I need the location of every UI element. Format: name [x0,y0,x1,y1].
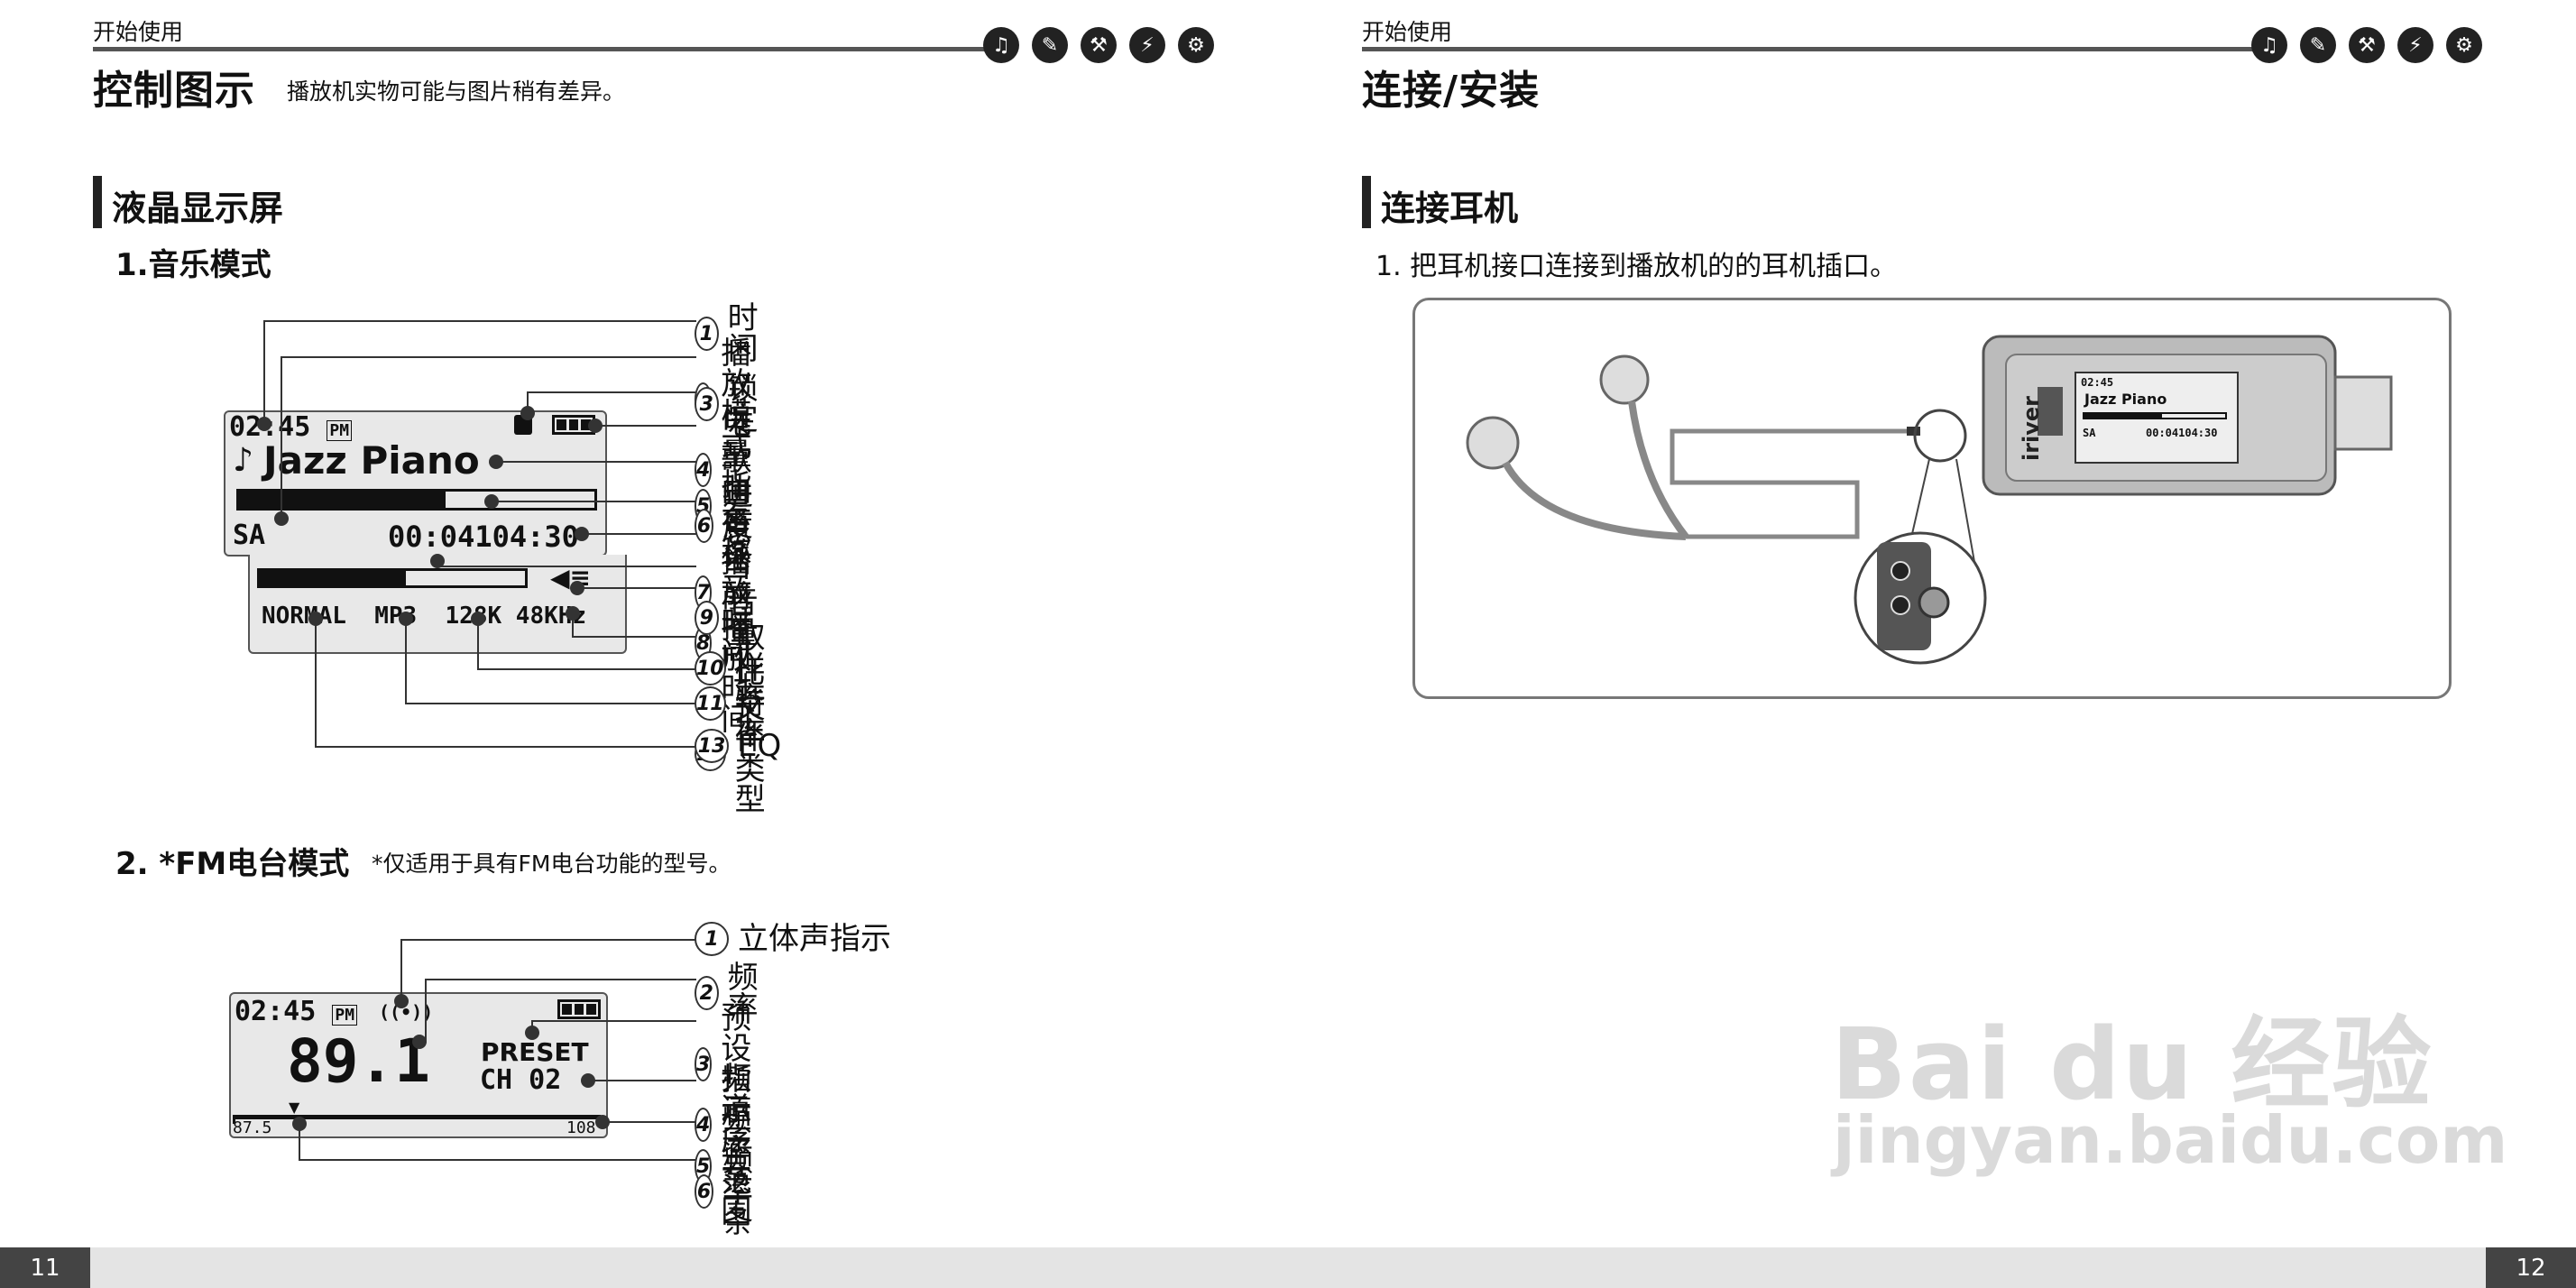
fm-leader-lines [292,939,696,1161]
device-lcd-time: 02:45 [2081,376,2114,389]
left-header-icons: ♫ ✎ ⚒ ⚡ ⚙ [983,27,1214,63]
right-page-title: 连接/安装 [1362,68,1541,114]
device-lcd-progress [2083,412,2227,419]
watermark-brand: Bai du 经验 [1831,1007,2433,1122]
music-lcd-screen [224,410,607,557]
tools-icon: ⚒ [1081,27,1117,63]
fm-channel: CH 02 [480,1064,562,1096]
lcd-progress-bar [236,489,597,511]
device-lcd-mode: SA [2083,427,2096,439]
music-mode-heading: 1.音乐模式 [115,247,271,283]
fm-lcd-screen [229,992,608,1138]
right-section-bar [1362,176,1371,228]
left-section-title: 液晶显示屏 [112,189,284,228]
right-section-title: 连接耳机 [1381,189,1519,228]
fm-lcd-time: 02:45 PM [235,996,358,1027]
left-header-label: 开始使用 [93,19,184,45]
lcd-times: 00:04104:30 [388,520,579,554]
left-title-note: 播放机实物可能与图片稍有差异。 [287,78,626,105]
footer-bar [0,1247,2576,1288]
lcd-info-row: NORMAL MP3 128K 48KHz [262,603,587,630]
plug-icon: ⚡ [1129,27,1165,63]
tools-icon: ⚒ [2349,27,2385,63]
gear-icon: ⚙ [2446,27,2482,63]
fm-lcd-diagram: 02:45 PM ((•)) 89.1 PRESET CH 02 ▼ 87.5 … [216,911,956,1237]
headphone-icon: ♫ [983,27,1019,63]
plug-icon: ⚡ [2397,27,2433,63]
earphone-drawing [1466,335,2393,665]
document-icon: ✎ [2300,27,2336,63]
fm-mode-heading: 2. *FM电台模式 [115,846,350,882]
fm-battery-icon [557,999,601,1019]
earphone-illustration: iriver 02:45 Jazz Piano SA 00:04104:30 [1412,298,2452,699]
right-instruction: 1. 把耳机接口连接到播放机的的耳机插口。 [1375,251,1898,282]
right-header-icons: ♫ ✎ ⚒ ⚡ ⚙ [2251,27,2482,63]
fm-range-min: 87.5 [233,1118,272,1137]
device-lcd-times: 00:04104:30 [2146,427,2218,439]
gear-icon: ⚙ [1178,27,1214,63]
left-page-number: 11 [0,1247,90,1288]
headphone-icon: ♫ [2251,27,2287,63]
left-section-bar [93,176,102,228]
device-brand: iriver [2019,395,2045,462]
fm-frequency: 89.1 [287,1026,430,1096]
fm-preset-label: PRESET [481,1037,589,1067]
fm-range-max: 108 [566,1118,596,1137]
lcd-mode: SA [233,520,266,551]
right-header-rule [1362,47,2255,51]
watermark-url: jingyan.baidu.com [1833,1102,2508,1178]
left-header-rule [93,47,986,51]
lcd-volume-bar [257,568,528,588]
music-leader-lines [257,320,696,748]
fm-marker-icon: ▼ [289,1099,300,1116]
document-icon: ✎ [1032,27,1068,63]
music-lcd-diagram: 02:45 PM ♪ Jazz Piano SA 00:04104:30 ◀≡ … [216,298,956,815]
device-lcd-song: Jazz Piano [2084,391,2167,408]
lcd-song-name: Jazz Piano [263,438,480,483]
right-header-label: 开始使用 [1362,19,1453,45]
right-page-number: 12 [2486,1247,2576,1288]
left-page-title: 控制图示 [93,68,255,114]
fm-mode-note: *仅适用于具有FM电台功能的型号。 [372,851,731,877]
music-note-icon: ♪ [233,442,253,479]
